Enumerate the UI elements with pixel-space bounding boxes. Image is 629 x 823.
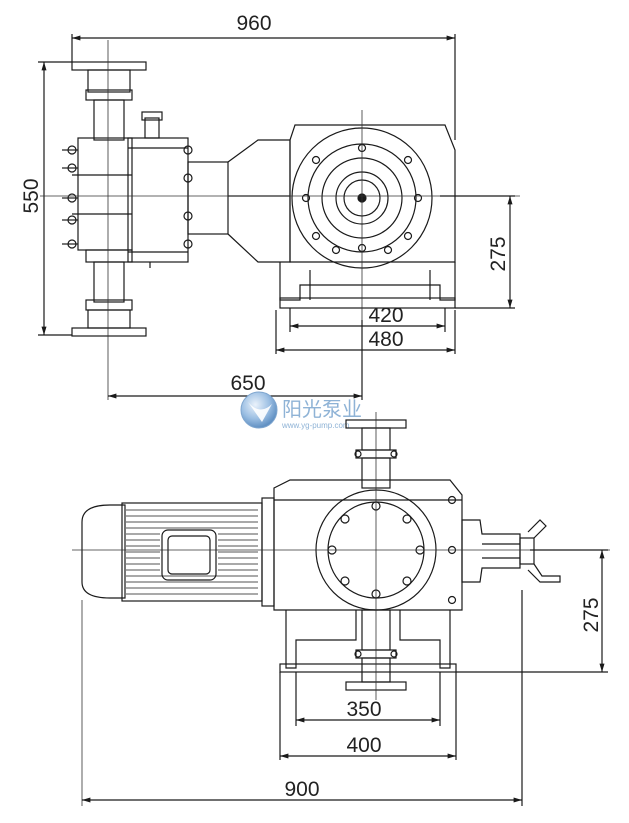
front-view: 275 350 400 900 bbox=[72, 412, 610, 806]
front-centerlines bbox=[72, 412, 610, 806]
valve-stack bbox=[62, 61, 147, 337]
gearbox-body bbox=[279, 124, 456, 309]
sphere-logo-icon bbox=[240, 391, 278, 429]
dim-label-overall-height: 550 bbox=[20, 178, 43, 213]
watermark: 阳光泵业 www.yg-pump.com bbox=[240, 391, 362, 430]
cylinder-housing bbox=[127, 111, 193, 268]
watermark-brand: 阳光泵业 bbox=[282, 398, 362, 421]
motor bbox=[81, 497, 275, 607]
dim-label-foot-inner-front: 350 bbox=[346, 698, 381, 721]
dim-480: 480 bbox=[275, 310, 456, 354]
dim-label-foot-outer-front: 400 bbox=[346, 734, 381, 757]
top-centerlines bbox=[40, 40, 520, 400]
dim-label-inlet-offset: 650 bbox=[230, 372, 265, 395]
stroke-adjuster bbox=[461, 519, 561, 583]
dim-650: 650 bbox=[108, 320, 363, 400]
connecting-frame bbox=[187, 139, 291, 263]
dim-550: 550 bbox=[20, 61, 72, 336]
top-view: 960 550 bbox=[20, 12, 520, 400]
dim-275-top: 275 bbox=[440, 195, 515, 309]
dim-420: 420 bbox=[289, 304, 446, 332]
dim-275-front: 275 bbox=[456, 549, 608, 673]
dim-960: 960 bbox=[71, 12, 456, 140]
dim-900: 900 bbox=[82, 590, 523, 806]
dim-label-foot-inner-top: 420 bbox=[368, 304, 403, 327]
dim-label-foot-outer-top: 480 bbox=[368, 328, 403, 351]
watermark-url: www.yg-pump.com bbox=[281, 421, 350, 430]
dim-label-shaft-height-front: 275 bbox=[580, 597, 603, 632]
dim-400: 400 bbox=[279, 672, 457, 760]
pump-body bbox=[273, 479, 463, 673]
dim-350: 350 bbox=[295, 672, 441, 726]
dim-label-shaft-height-top: 275 bbox=[487, 236, 510, 271]
dim-label-overall-length: 900 bbox=[284, 778, 319, 801]
dim-label-overall-width: 960 bbox=[236, 12, 271, 35]
